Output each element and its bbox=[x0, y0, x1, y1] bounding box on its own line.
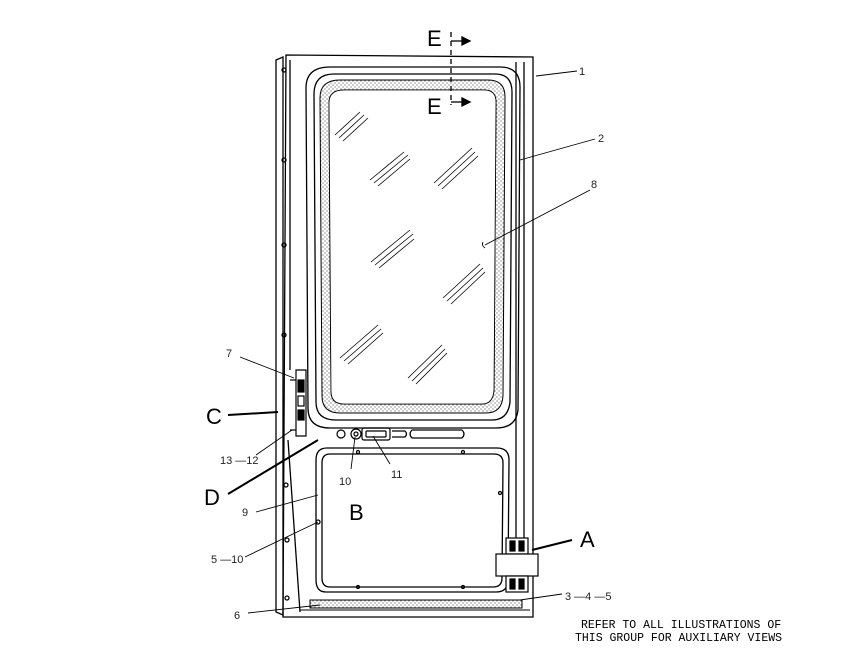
view-label-d: D bbox=[204, 485, 220, 510]
door-hinge bbox=[495, 537, 539, 593]
leader-lines bbox=[239, 70, 596, 614]
callout-2: 2 bbox=[598, 133, 604, 145]
view-arrows bbox=[227, 411, 573, 551]
door-frame bbox=[275, 54, 534, 618]
callout-8: 8 bbox=[591, 179, 597, 191]
callout-9: 9 bbox=[242, 507, 248, 519]
view-label-a: A bbox=[580, 527, 595, 552]
bottom-seal-strip bbox=[300, 599, 530, 611]
reference-note-line-1: REFER TO ALL ILLUSTRATIONS OF bbox=[581, 619, 781, 632]
view-label-c: C bbox=[206, 404, 222, 429]
view-label-b: B bbox=[349, 500, 364, 525]
section-e-cut-line bbox=[450, 32, 472, 108]
door-latch bbox=[290, 369, 307, 437]
callout-1: 1 bbox=[579, 66, 585, 78]
callout-10: 10 bbox=[339, 476, 351, 488]
callout-5-10: 5 —10 bbox=[211, 554, 243, 566]
handle-slot-area bbox=[336, 427, 466, 455]
lower-panel bbox=[315, 447, 510, 593]
window-frame bbox=[305, 66, 521, 429]
window-glass bbox=[328, 89, 497, 405]
reference-note-line-2: THIS GROUP FOR AUXILIARY VIEWS bbox=[575, 632, 782, 645]
view-label-e-top: E bbox=[427, 26, 442, 51]
glass-reflection-marks bbox=[334, 111, 486, 385]
callout-7: 7 bbox=[226, 348, 232, 360]
view-label-e-bottom: E bbox=[427, 94, 442, 119]
callout-6: 6 bbox=[234, 610, 240, 622]
callout-13-12: 13 —12 bbox=[220, 455, 259, 467]
callout-3-4-5: 3 —4 —5 bbox=[565, 591, 611, 603]
callout-11: 11 bbox=[391, 469, 402, 481]
